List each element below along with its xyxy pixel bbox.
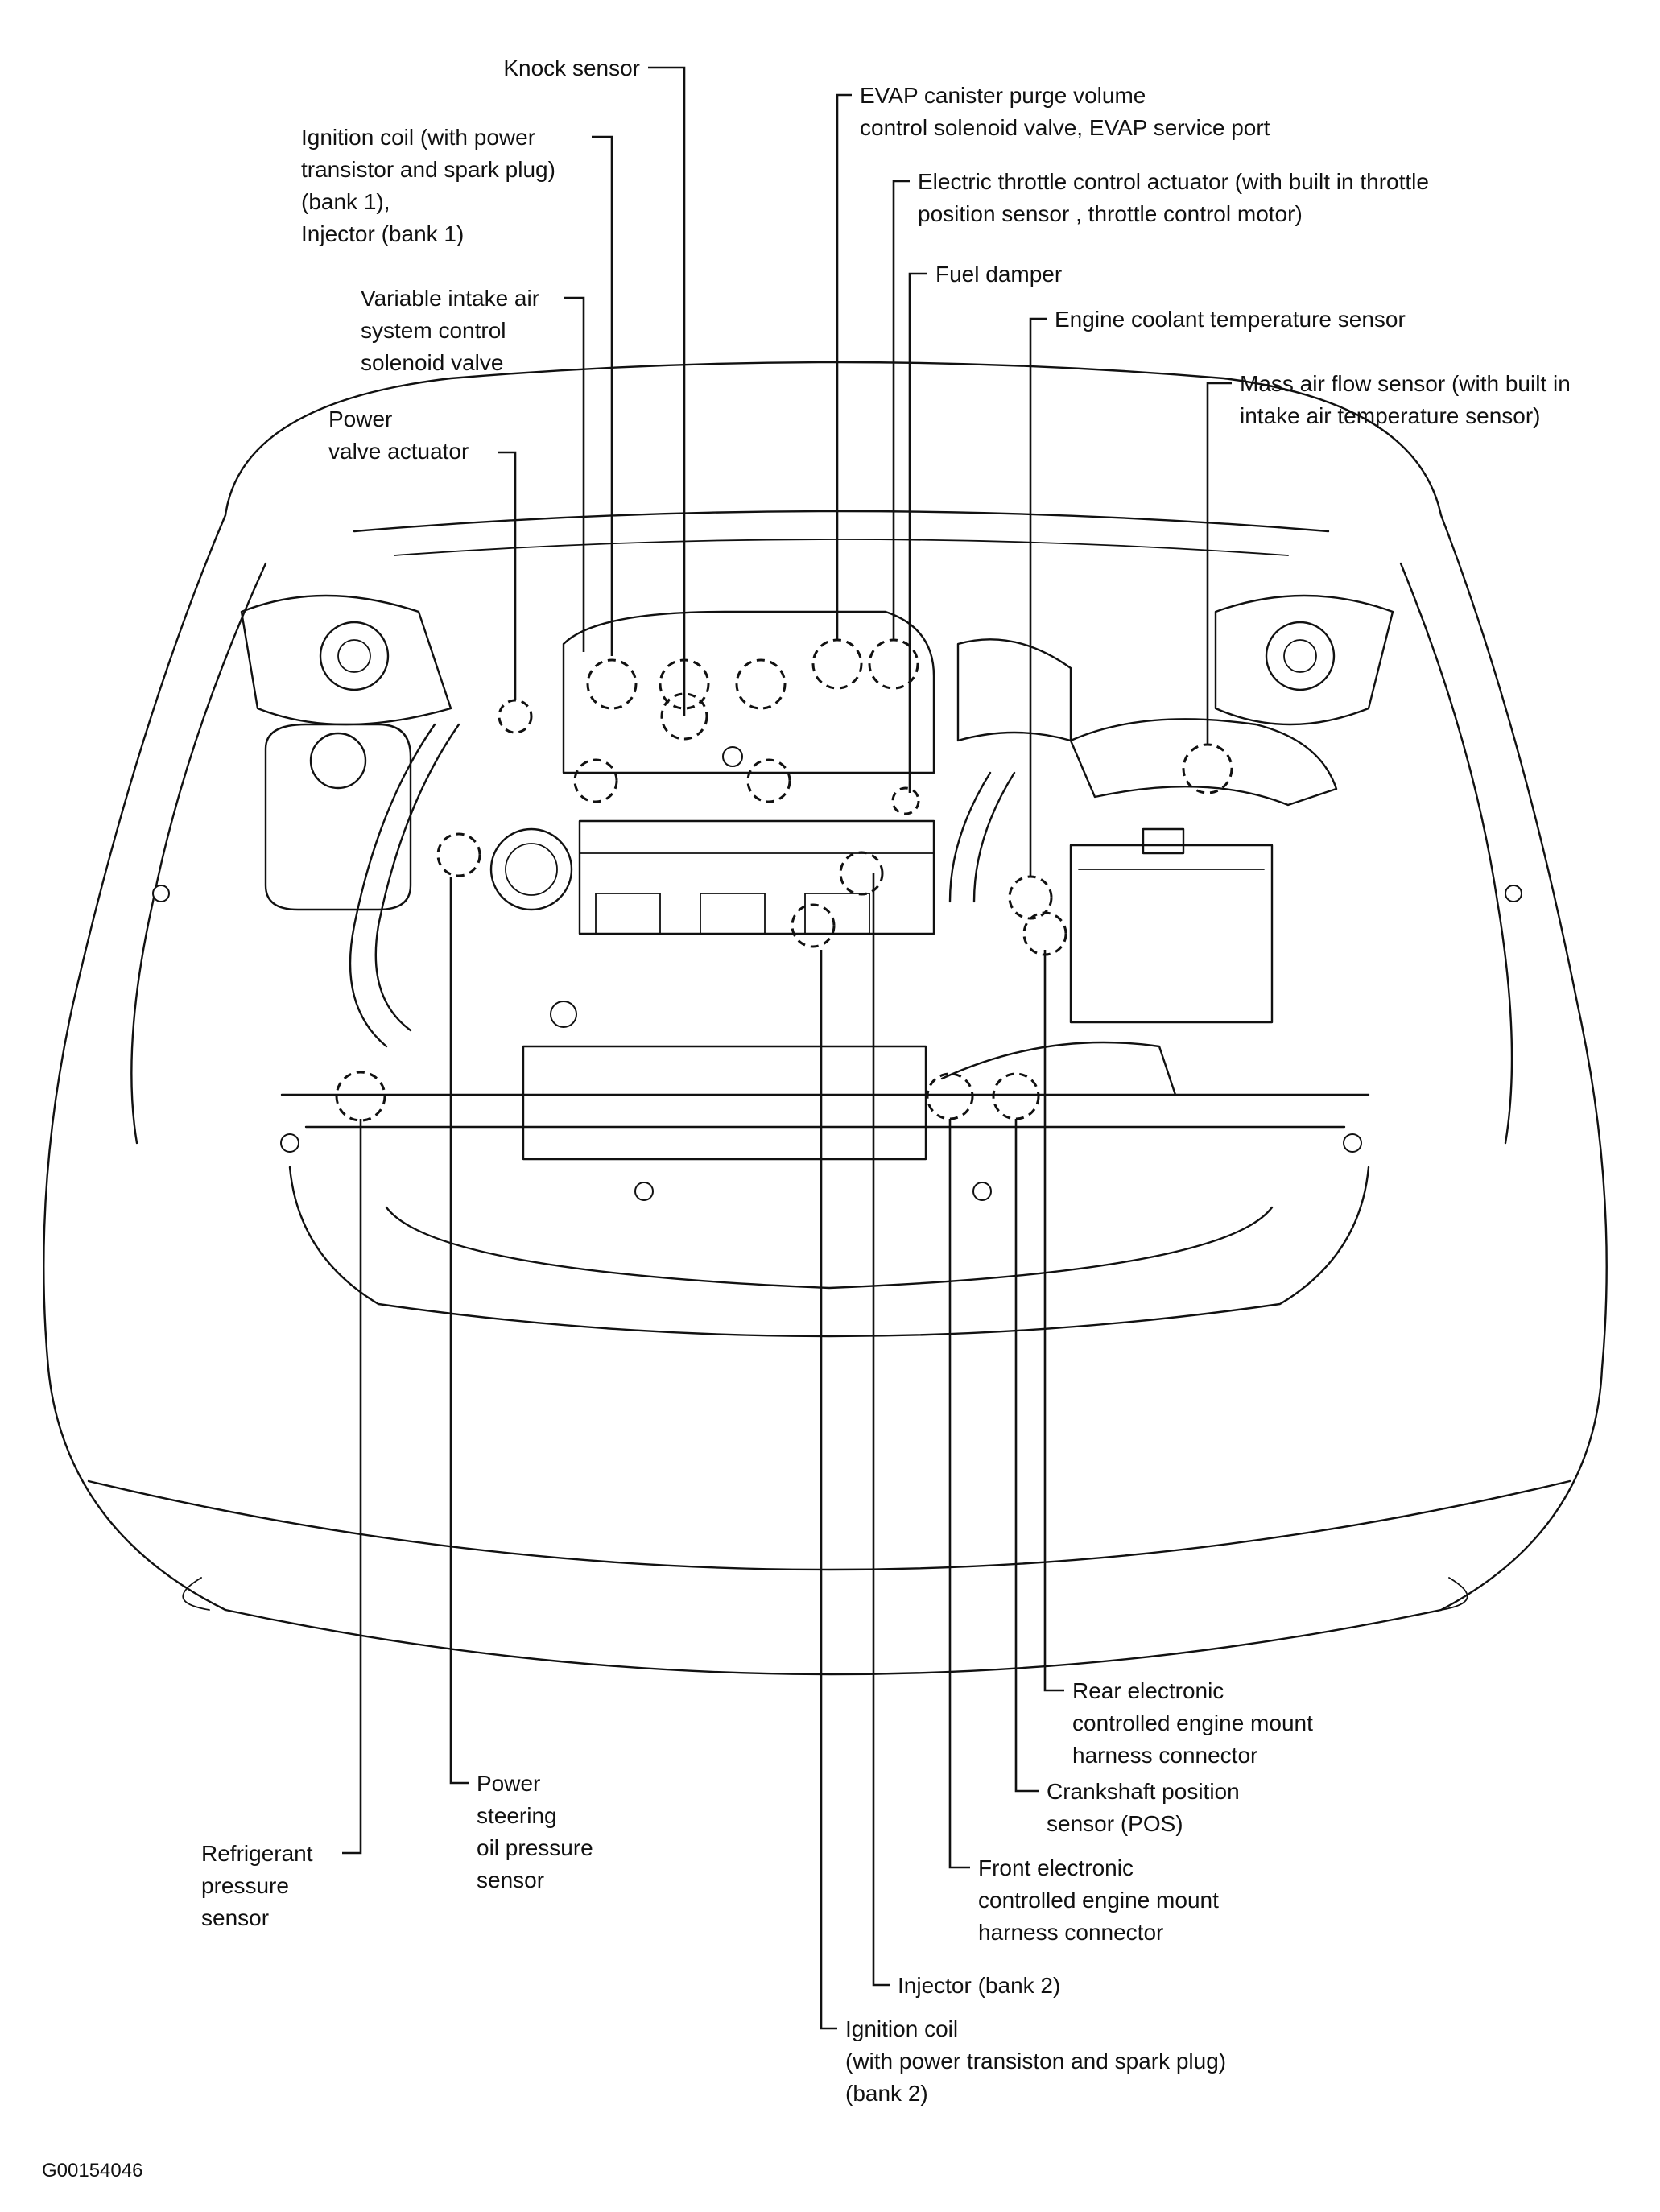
- crankshaft-position-sensor-line: Crankshaft position: [1047, 1779, 1240, 1804]
- ring-ignition-coil-bank2: [791, 903, 836, 948]
- leader-variable-intake-valve: [564, 296, 585, 652]
- ring-variable-intake-valve: [573, 758, 618, 803]
- variable-intake-valve-line: Variable intake air: [361, 286, 539, 311]
- power-steering-sensor-line: Power: [477, 1771, 540, 1796]
- label-ignition-coil-bank2: Ignition coil (with power transiston and …: [845, 2016, 1226, 2106]
- leader-power-steering-sensor: [449, 877, 469, 1785]
- front-mount-connector-line: controlled engine mount: [978, 1888, 1219, 1913]
- evap-canister-purge-line: control solenoid valve, EVAP service por…: [860, 115, 1270, 140]
- label-power-steering-sensor: Power steering oil pressure sensor: [477, 1771, 593, 1892]
- front-mount-connector-line: harness connector: [978, 1920, 1163, 1945]
- rear-mount-connector-line: controlled engine mount: [1072, 1711, 1313, 1735]
- mass-air-flow-sensor-line: Mass air flow sensor (with built in: [1240, 371, 1571, 396]
- label-power-valve-actuator: Power valve actuator: [328, 406, 469, 464]
- label-ignition-coil-bank1: Ignition coil (with power transistor and …: [301, 125, 555, 246]
- power-valve-actuator-line: Power: [328, 406, 392, 431]
- leader-ignition-coil-bank2: [820, 950, 837, 2030]
- ignition-coil-bank2-line: (with power transiston and spark plug): [845, 2049, 1226, 2074]
- ring-ignition-coil-bank1-c: [735, 658, 787, 710]
- label-variable-intake-valve: Variable intake air system control solenoi…: [361, 286, 539, 375]
- vehicle-drawing: [43, 361, 1608, 1676]
- leader-crankshaft-position-sensor: [1014, 1119, 1039, 1793]
- ring-evap-canister-purge: [811, 638, 863, 690]
- leader-injector-bank2: [872, 873, 890, 1987]
- ring-front-mount-connector: [926, 1072, 974, 1120]
- electric-throttle-actuator-line: Electric throttle control actuator (with…: [918, 169, 1429, 194]
- label-electric-throttle-actuator: Electric throttle control actuator (with…: [918, 169, 1429, 226]
- leader-refrigerant-pressure-sensor: [342, 1119, 362, 1855]
- figure-code: G00154046: [42, 2160, 142, 2181]
- variable-intake-valve-line: solenoid valve: [361, 350, 503, 375]
- leader-evap-canister-purge: [836, 93, 852, 640]
- power-steering-sensor-line: steering: [477, 1803, 557, 1828]
- ring-fuel-damper: [891, 786, 920, 815]
- refrigerant-pressure-sensor-line: sensor: [201, 1905, 269, 1930]
- ignition-coil-bank1-line: Ignition coil (with power: [301, 125, 535, 150]
- injector-bank2-line: Injector (bank 2): [898, 1973, 1060, 1998]
- ring-power-valve-actuator: [498, 699, 533, 734]
- callout-rings: [335, 638, 1233, 1122]
- leader-knock-sensor: [648, 66, 686, 716]
- ignition-coil-bank1-line: transistor and spark plug): [301, 157, 555, 182]
- refrigerant-pressure-sensor-line: Refrigerant: [201, 1841, 313, 1866]
- leader-fuel-damper: [908, 272, 927, 793]
- rear-mount-connector-line: Rear electronic: [1072, 1678, 1224, 1703]
- leader-power-valve-actuator: [498, 451, 517, 700]
- power-valve-actuator-line: valve actuator: [328, 439, 469, 464]
- electric-throttle-actuator-line: position sensor , throttle control motor…: [918, 201, 1303, 226]
- leader-ignition-coil-bank1: [592, 135, 613, 656]
- fuel-damper-line: Fuel damper: [935, 262, 1062, 287]
- label-crankshaft-position-sensor: Crankshaft position sensor (POS): [1047, 1779, 1240, 1836]
- variable-intake-valve-line: system control: [361, 318, 506, 343]
- ring-crankshaft-position-sensor: [992, 1072, 1040, 1120]
- label-refrigerant-pressure-sensor: Refrigerant pressure sensor: [201, 1841, 313, 1930]
- label-knock-sensor: Knock sensor: [503, 56, 640, 80]
- power-steering-sensor-line: sensor: [477, 1867, 544, 1892]
- ring-mass-air-flow-sensor: [1182, 743, 1233, 794]
- leader-electric-throttle-actuator: [892, 180, 910, 640]
- label-fuel-damper: Fuel damper: [935, 262, 1062, 287]
- component-labels: Knock sensor Ignition coil (with power tr…: [201, 56, 1571, 2106]
- ignition-coil-bank2-line: (bank 2): [845, 2081, 928, 2106]
- evap-canister-purge-line: EVAP canister purge volume: [860, 83, 1146, 108]
- ring-variable-intake-valve-b: [746, 758, 791, 803]
- ring-knock-sensor: [660, 692, 708, 741]
- ignition-coil-bank2-line: Ignition coil: [845, 2016, 958, 2041]
- label-front-mount-connector: Front electronic controlled engine mount h…: [978, 1855, 1219, 1945]
- coolant-temp-sensor-line: Engine coolant temperature sensor: [1055, 307, 1406, 332]
- label-mass-air-flow-sensor: Mass air flow sensor (with built in intak…: [1240, 371, 1571, 428]
- ring-injector-bank2: [839, 851, 884, 896]
- label-evap-canister-purge: EVAP canister purge volume control soleno…: [860, 83, 1270, 140]
- ring-ignition-coil-bank1: [586, 658, 638, 710]
- ignition-coil-bank1-line: Injector (bank 1): [301, 221, 464, 246]
- ring-refrigerant-pressure-sensor: [335, 1071, 386, 1122]
- ring-electric-throttle-actuator: [868, 638, 919, 690]
- ring-ignition-coil-bank1-b: [659, 658, 710, 710]
- leader-mass-air-flow-sensor: [1206, 382, 1232, 745]
- label-rear-mount-connector: Rear electronic controlled engine mount ha…: [1072, 1678, 1313, 1768]
- leader-coolant-temp-sensor: [1029, 317, 1047, 877]
- crankshaft-position-sensor-line: sensor (POS): [1047, 1811, 1183, 1836]
- front-mount-connector-line: Front electronic: [978, 1855, 1134, 1880]
- callout-leaders: [342, 66, 1232, 2030]
- label-coolant-temp-sensor: Engine coolant temperature sensor: [1055, 307, 1406, 332]
- label-injector-bank2: Injector (bank 2): [898, 1973, 1060, 1998]
- leader-front-mount-connector: [948, 1119, 970, 1869]
- mass-air-flow-sensor-line: intake air temperature sensor): [1240, 403, 1541, 428]
- power-steering-sensor-line: oil pressure: [477, 1835, 593, 1860]
- refrigerant-pressure-sensor-line: pressure: [201, 1873, 289, 1898]
- leader-rear-mount-connector: [1043, 950, 1064, 1692]
- knock-sensor-line: Knock sensor: [503, 56, 640, 80]
- rear-mount-connector-line: harness connector: [1072, 1743, 1257, 1768]
- ignition-coil-bank1-line: (bank 1),: [301, 189, 390, 214]
- ring-rear-mount-connector: [1022, 911, 1067, 956]
- ring-power-steering-sensor: [436, 832, 481, 877]
